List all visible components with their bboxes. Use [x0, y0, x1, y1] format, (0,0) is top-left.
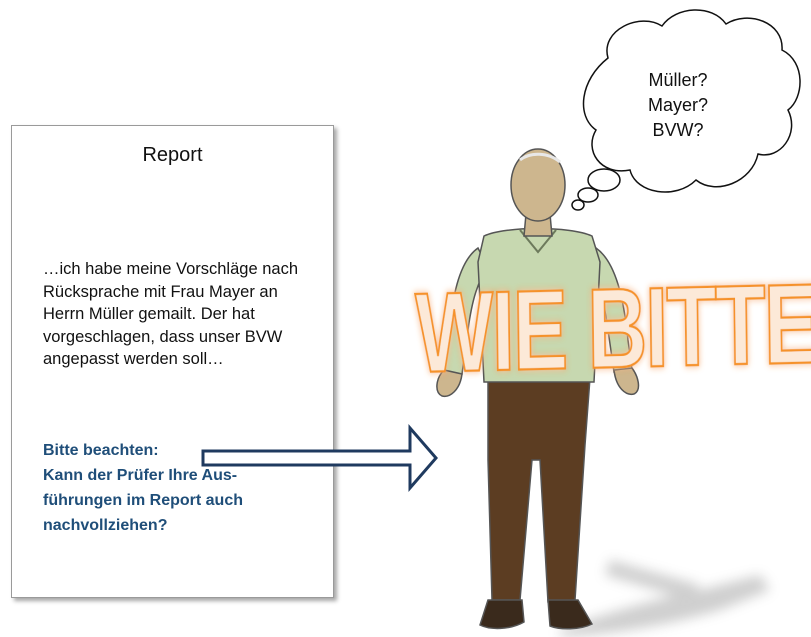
thought-text: Müller? Mayer? BVW?	[608, 68, 748, 143]
report-card: Report …ich habe meine Vorschläge nach R…	[11, 125, 334, 598]
report-body-text: …ich habe meine Vorschläge nach Rückspra…	[43, 260, 298, 368]
right-arrow-icon	[201, 423, 438, 493]
exclamation-text: WIE BITTE	[415, 261, 811, 397]
notice-heading: Bitte beachten:	[43, 442, 159, 459]
report-title: Report	[142, 144, 203, 166]
thought-line: BVW?	[652, 120, 704, 140]
review-notice: Bitte beachten: Kann der Prüfer Ihre Aus…	[43, 438, 328, 538]
person-figure	[436, 148, 640, 630]
thought-line: Mayer?	[647, 95, 709, 115]
notice-line: Kann der Prüfer Ihre Aus-	[43, 467, 238, 484]
notice-line: nachvollziehen?	[43, 517, 168, 534]
thought-cloud	[571, 9, 801, 211]
notice-line: führungen im Report auch	[43, 492, 243, 509]
thought-line: Müller?	[648, 70, 708, 90]
figure-shadow	[560, 560, 770, 637]
